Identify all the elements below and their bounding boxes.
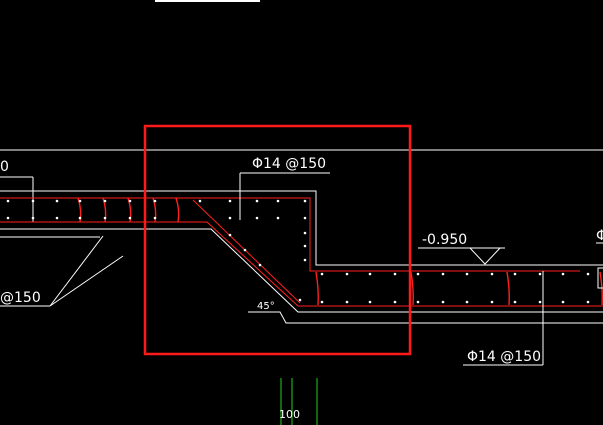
stirrups-lower xyxy=(315,271,603,306)
dimension-label: 100 xyxy=(279,408,300,421)
base-outline xyxy=(248,311,603,324)
angle-label: 45° xyxy=(257,301,275,312)
elevation-triangle xyxy=(469,247,501,265)
rebar-top-label: Φ14 @150 xyxy=(252,156,326,172)
stirrups-upper xyxy=(77,197,180,223)
elevation-label: -0.950 xyxy=(422,232,467,248)
rebar-top-layer xyxy=(0,197,580,272)
left-callout-leader-2 xyxy=(49,255,124,307)
slab-top-outline xyxy=(0,190,603,266)
rebar-bottom-label: Φ14 @150 xyxy=(467,349,541,365)
right-partial-label: Φ xyxy=(596,228,603,244)
rebar-bottom-layer xyxy=(0,221,603,307)
top-left-partial-label: 0 xyxy=(0,159,9,175)
dimension-lines xyxy=(280,378,318,425)
slab-bottom-outline xyxy=(0,228,603,313)
left-partial-label: @150 xyxy=(0,290,41,306)
rebar-diagonal xyxy=(192,199,301,304)
highlight-box[interactable] xyxy=(143,124,412,356)
left-callout-leader-1 xyxy=(49,235,104,307)
rebar-dots-lower xyxy=(298,272,590,304)
rebar-dots-upper xyxy=(6,199,307,267)
right-bracket xyxy=(597,267,603,289)
